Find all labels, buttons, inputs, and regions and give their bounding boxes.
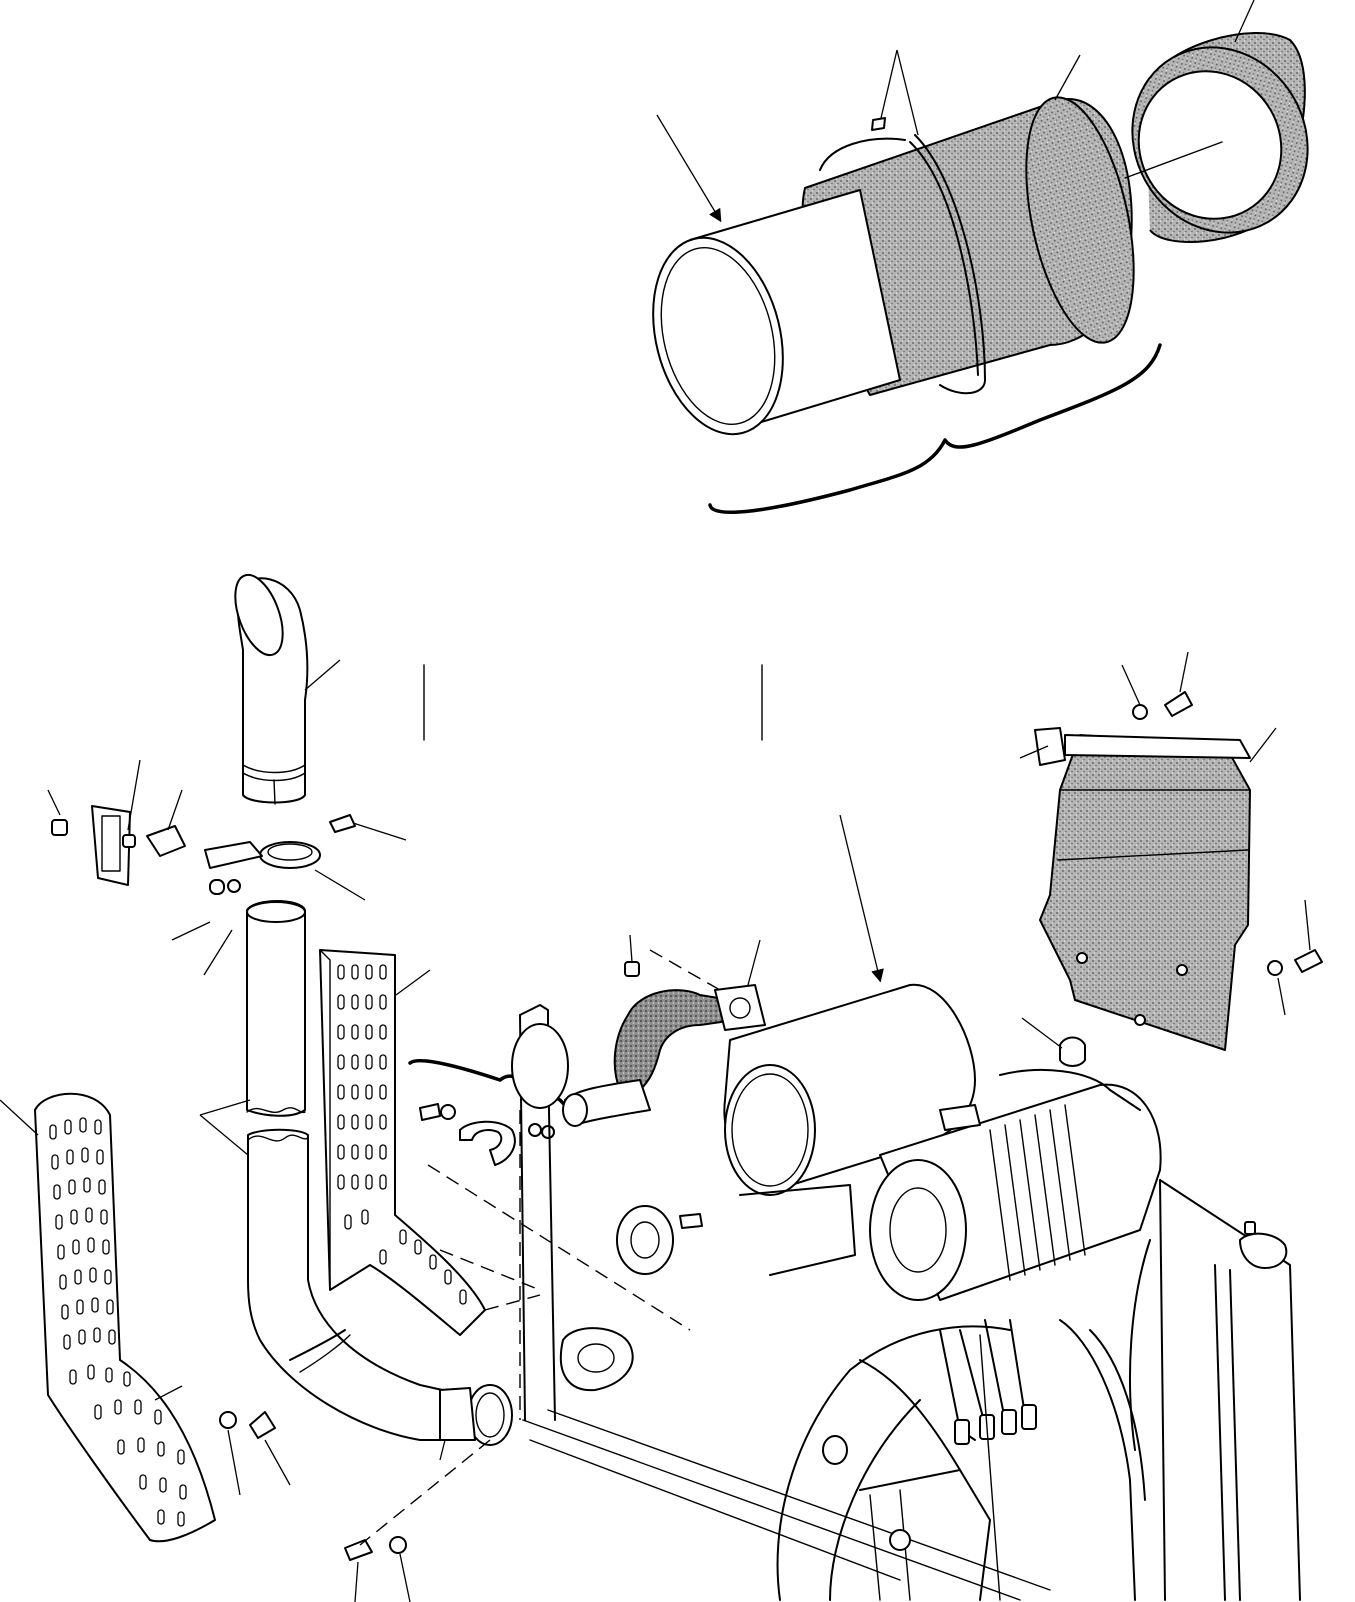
heat-shield bbox=[1019, 651, 1323, 1067]
filter-cartridge-detail bbox=[652, 0, 1309, 515]
exhaust-stack bbox=[199, 573, 634, 1461]
frame-side bbox=[511, 1004, 1051, 1601]
muffler-assembly bbox=[562, 814, 976, 1196]
mounting-hardware-left bbox=[47, 759, 356, 976]
mounting-hardware-bottom bbox=[344, 1439, 491, 1602]
engine-area bbox=[679, 1069, 1301, 1601]
perforated-guard-right bbox=[319, 949, 541, 1336]
perforated-guard-left bbox=[0, 1092, 291, 1543]
guard-left-slots bbox=[49, 1117, 187, 1527]
